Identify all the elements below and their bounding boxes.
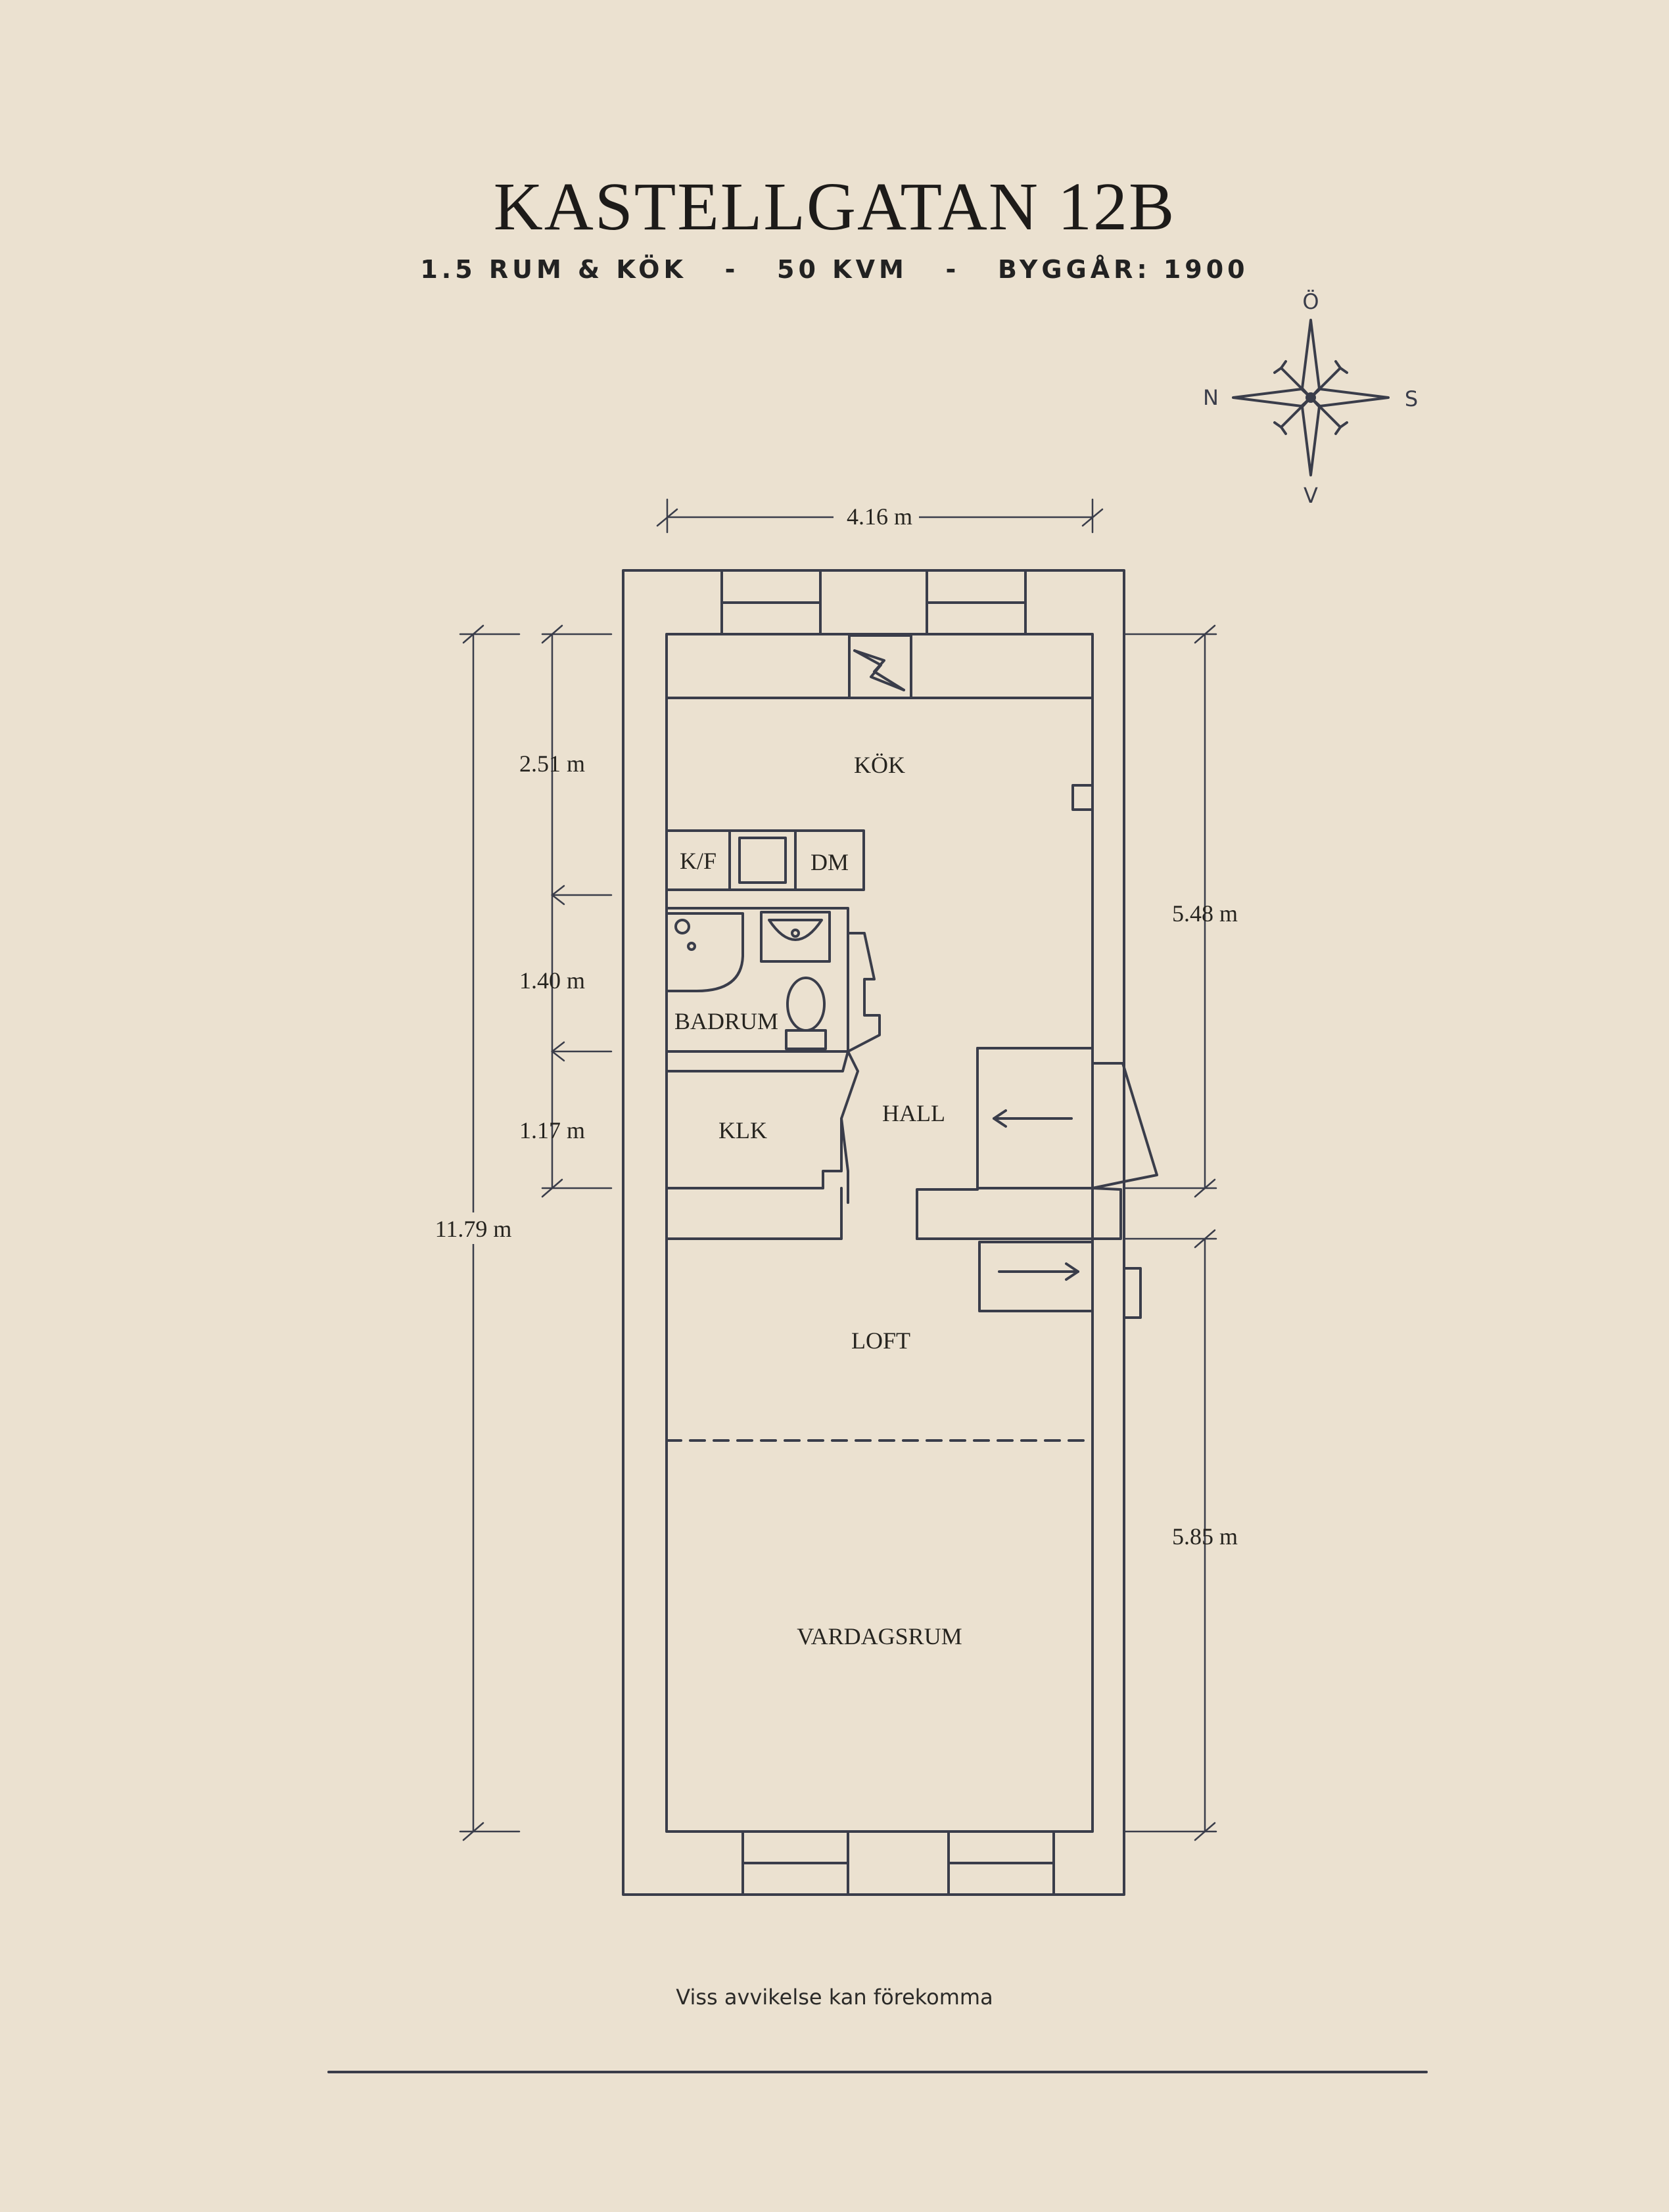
dim-left-bad-label: 1.40 m <box>519 967 585 994</box>
window-top-left <box>720 569 822 635</box>
room-dm: DM <box>811 849 849 875</box>
stove-icon <box>848 634 912 699</box>
compass-east-label: S <box>1405 386 1418 411</box>
dishwasher <box>794 829 865 891</box>
dim-top-label: 4.16 m <box>847 503 912 530</box>
room-loft: LOFT <box>851 1327 910 1354</box>
compass-north-label: Ö <box>1302 289 1319 314</box>
sink-cabinet <box>728 829 797 891</box>
dim-right-upper-label: 5.48 m <box>1172 900 1238 927</box>
outer-wall <box>622 569 1125 1896</box>
toilet-icon <box>785 977 827 1050</box>
kitchen-notch <box>1071 784 1094 811</box>
compass-west-label: N <box>1203 385 1219 410</box>
bathroom-wall <box>665 907 849 1053</box>
dim-left-klk-label: 1.17 m <box>519 1117 585 1143</box>
room-klk: KLK <box>718 1117 767 1143</box>
window-bottom-left <box>741 1830 849 1896</box>
room-badrum: BADRUM <box>674 1008 778 1034</box>
page-title: KASTELLGATAN 12B <box>493 169 1176 244</box>
stair-upper <box>976 1047 1094 1189</box>
washbasin-icon <box>760 911 831 963</box>
inner-wall <box>665 633 1094 1833</box>
compass-rose-icon <box>1232 319 1390 476</box>
window-bottom-right <box>947 1830 1055 1896</box>
hall-divider <box>665 1187 843 1240</box>
right-wall-bump <box>1123 1267 1142 1319</box>
shower-icon <box>665 912 744 992</box>
page-subtitle: 1.5 RUM & KÖK - 50 KVM - BYGGÅR: 1900 <box>420 255 1249 284</box>
window-top-right <box>926 569 1027 635</box>
stair-lower <box>978 1241 1094 1312</box>
room-vardagsrum: VARDAGSRUM <box>797 1623 962 1649</box>
room-hall: HALL <box>882 1100 945 1126</box>
compass-south-label: V <box>1304 483 1318 508</box>
room-kok: KÖK <box>854 752 905 778</box>
klk-wall <box>665 1050 849 1072</box>
dim-left-kok-label: 2.51 m <box>519 750 585 777</box>
room-kf: K/F <box>680 848 717 874</box>
dim-left-total-label: 11.79 m <box>435 1216 512 1242</box>
entrance-door <box>1091 1062 1158 1189</box>
footer-note: Viss avvikelse kan förekomma <box>676 1985 993 2010</box>
dim-right-lower-label: 5.85 m <box>1172 1523 1238 1550</box>
